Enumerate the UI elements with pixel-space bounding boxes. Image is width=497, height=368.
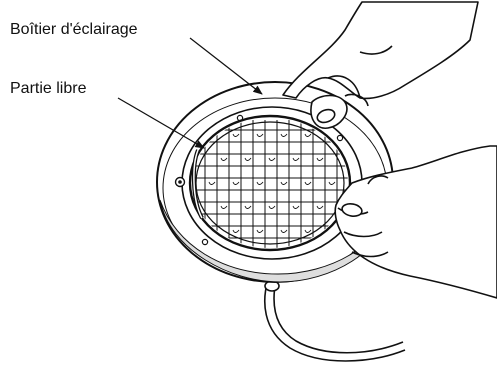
housing-leader [190, 38, 262, 94]
lens-reflector [190, 116, 350, 250]
power-cable [265, 280, 405, 361]
upper-hand [283, 2, 478, 128]
